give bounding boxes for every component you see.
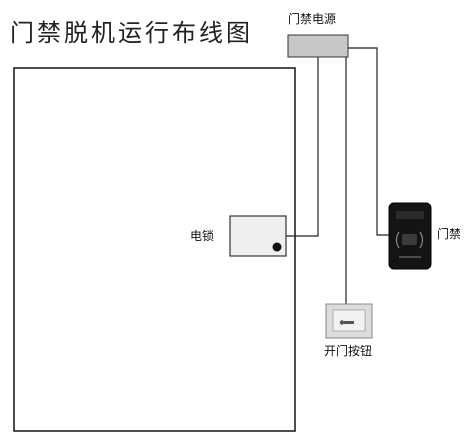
wire-power-to-reader — [348, 47, 389, 236]
electric-lock-label: 电锁 — [190, 228, 214, 243]
exit-button-face — [332, 309, 366, 332]
power-supply-box — [287, 34, 349, 58]
power-supply-label: 门禁电源 — [288, 11, 336, 26]
card-reader-icon — [388, 202, 432, 270]
access-reader-label: 门禁 — [437, 226, 461, 241]
exit-button-icon — [325, 303, 373, 339]
card-reader-display — [396, 211, 424, 219]
card-reader-logo — [402, 234, 417, 245]
exit-button-label: 开门按钮 — [324, 343, 372, 358]
rfid-wave-left-icon — [395, 231, 400, 249]
exit-button-key-head — [339, 320, 345, 325]
lock-indicator-dot — [272, 242, 282, 252]
wire-power-to-lock — [286, 57, 319, 237]
rfid-wave-right-icon — [419, 231, 424, 249]
card-reader-footer — [399, 256, 421, 258]
diagram-title: 门禁脱机运行布线图 — [10, 19, 253, 47]
exit-button-key-slot — [344, 321, 354, 324]
lock-box-icon — [229, 215, 287, 257]
wires — [286, 47, 389, 304]
